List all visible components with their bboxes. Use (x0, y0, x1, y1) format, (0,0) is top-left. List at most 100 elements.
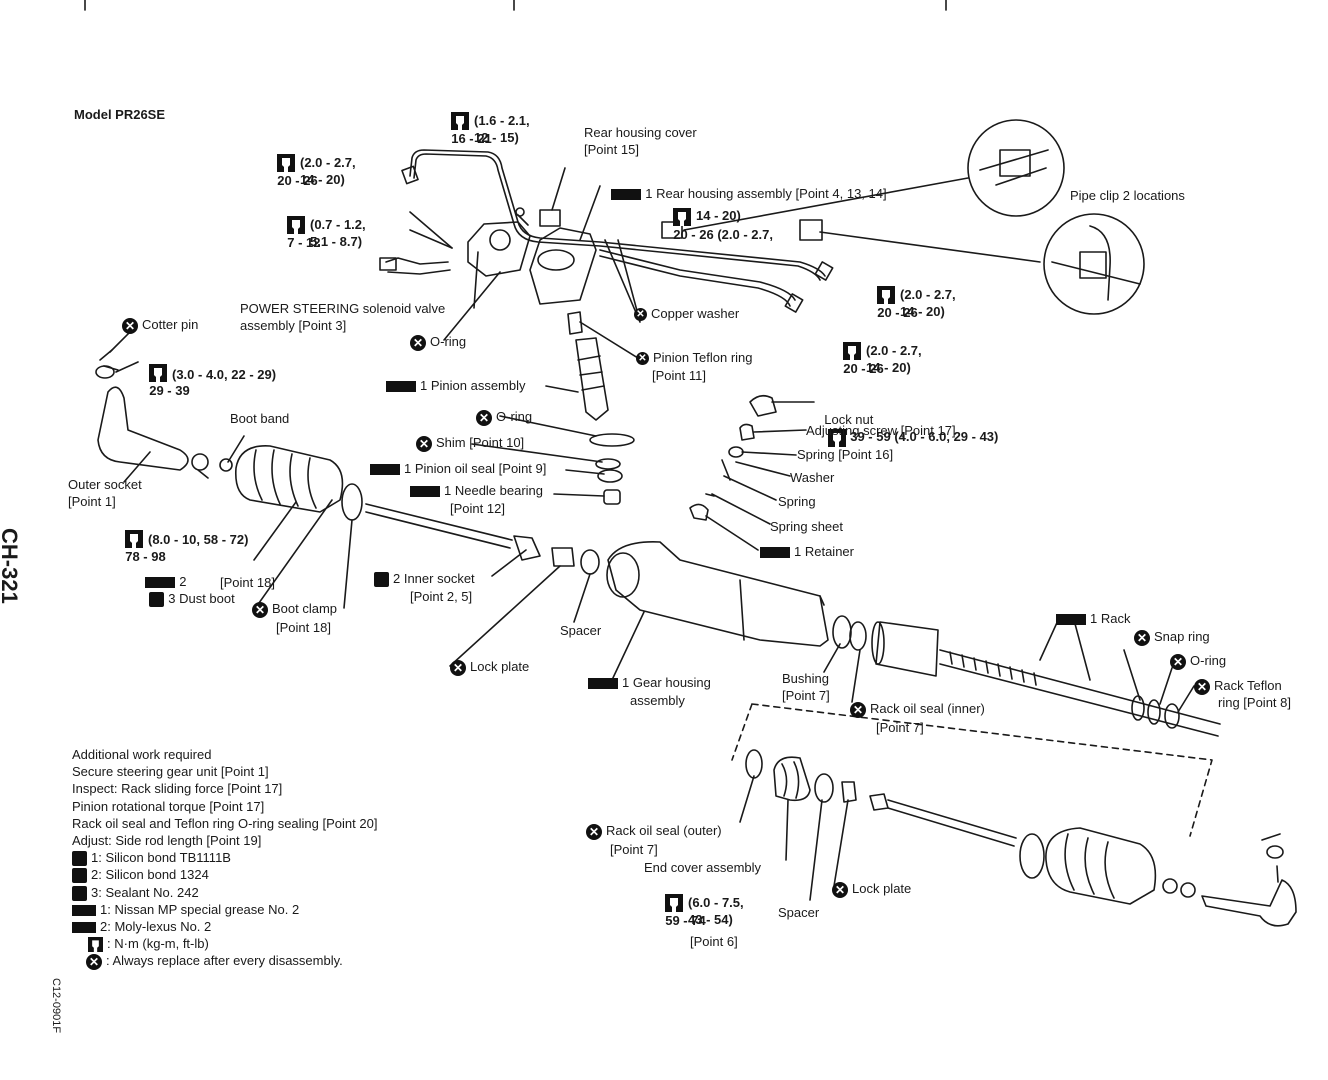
callout-rear-housing-cover: Rear housing cover (584, 125, 697, 140)
callout-rack-oil-seal-outer-point: [Point 7] (610, 842, 658, 857)
sealant-icon (72, 868, 87, 884)
x-circle-icon: ✕ (634, 308, 647, 322)
callout-pinion-oil-seal: 1 Pinion oil seal [Point 9] (370, 460, 546, 477)
callout-outer-socket-point: [Point 1] (68, 494, 116, 509)
torque-wrench-icon (665, 893, 684, 912)
callout-retainer: 1 Retainer (760, 543, 854, 560)
callout-end-cover-assembly: End cover assembly (644, 860, 762, 875)
callout-rack-oil-seal-outer: ✕Rack oil seal (outer) (586, 822, 722, 840)
callout-torque-7-12-line3: 5.1 - 8.7) (310, 234, 363, 249)
legend-line: Pinion rotational torque [Point 17] (72, 798, 265, 814)
callout-o-ring-2: ✕O-ring (476, 408, 532, 426)
grease-icon (611, 189, 642, 201)
callout-bushing: Bushing (782, 671, 829, 686)
callout-gear-housing: 1 Gear housing (588, 674, 711, 691)
callout-pinion-teflon-ring: ✕Pinion Teflon ring (636, 349, 753, 366)
torque-wrench-icon (843, 341, 862, 360)
legend-line: Additional work required (72, 747, 212, 762)
callout-torque-16-21-line3: 12 - 15) (474, 130, 519, 145)
x-circle-icon: ✕ (1170, 653, 1186, 670)
callout-rear-housing-assembly: 1 Rear housing assembly [Point 4, 13, 14… (604, 168, 887, 202)
callout-dust-boot-point: [Point 18] (220, 575, 275, 590)
callout-torque-78-98-line2: (8.0 - 10, 58 - 72) (148, 532, 249, 547)
callout-rack: 1 Rack (1056, 610, 1130, 627)
callout-pinion-assembly: 1 Pinion assembly (386, 377, 526, 394)
callout-boot-band: Boot band (230, 411, 290, 426)
x-circle-icon: ✕ (122, 317, 138, 334)
legend-line: Inspect: Rack sliding force [Point 17] (72, 781, 283, 797)
callout-outer-socket: Outer socket (68, 477, 142, 492)
x-circle-icon: ✕ (1134, 629, 1150, 646)
torque-wrench-icon (88, 937, 103, 953)
callout-shim: ✕Shim [Point 10] (416, 434, 524, 452)
callout-torque-20-26-d-line3: 14 - 20) (866, 360, 911, 375)
sealant-icon (374, 572, 389, 588)
legend-bond1: 1: Silicon bond TB1111B (72, 849, 377, 867)
callout-torque-20-26-c: 20 - 26 (870, 268, 918, 321)
torque-wrench-icon (149, 363, 168, 382)
legend-line: Adjust: Side rod length [Point 19] (72, 833, 262, 849)
legend-line: Secure steering gear unit [Point 1] (72, 764, 269, 780)
callout-torque-16-21-line2: (1.6 - 2.1, (474, 113, 530, 128)
torque-wrench-icon (828, 428, 847, 447)
callout-torque-20-26-a-line2: (2.0 - 2.7, (300, 155, 356, 170)
legend-grease1: 1: Nissan MP special grease No. 2 (72, 901, 377, 918)
callout-torque-59-74-line3: 43 - 54) (688, 912, 733, 927)
callout-spring: Spring (778, 494, 816, 509)
x-circle-icon: ✕ (832, 881, 848, 898)
callout-torque-59-74-point: [Point 6] (690, 934, 738, 949)
callout-washer: Washer (790, 470, 835, 485)
callout-torque-20-26-d-line2: (2.0 - 2.7, (866, 343, 922, 358)
callout-spacer-1: Spacer (560, 623, 602, 638)
callout-pinion-teflon-ring-point: [Point 11] (652, 368, 706, 383)
page-side-label: CH-321 (0, 528, 22, 604)
callout-torque-16-21: 16 - 21 (444, 94, 492, 147)
grease-icon (760, 547, 790, 559)
x-circle-icon: ✕ (636, 352, 649, 366)
torque-wrench-icon (287, 215, 306, 234)
callout-torque-7-12: 7 - 12 (280, 198, 320, 251)
callout-inner-socket-point: [Point 2, 5] (410, 589, 473, 604)
callout-copper-washer: ✕Copper washer (634, 305, 739, 322)
grease-icon (72, 904, 96, 916)
legend-bond2: 2: Silicon bond 1324 (72, 866, 377, 884)
grease-icon (72, 922, 96, 934)
callout-snap-ring: ✕Snap ring (1134, 628, 1210, 646)
callout-adjusting-screw: Adjusting screw [Point 17] (806, 423, 956, 438)
grease-icon (370, 464, 400, 476)
callout-torque-59-74-line2: (6.0 - 7.5, (688, 895, 744, 910)
callout-torque-20-26-a: 20 - 26 (270, 136, 318, 189)
callout-rack-teflon-ring: ✕Rack Teflon (1194, 677, 1282, 695)
torque-wrench-icon (277, 153, 296, 172)
callout-spacer-2: Spacer (778, 905, 820, 920)
sealant-icon (149, 592, 165, 608)
callout-cotter-pin: ✕Cotter pin (122, 316, 198, 334)
callout-dust-boot: 2 3 Dust boot (138, 556, 235, 608)
model-label: Model PR26SE (74, 107, 166, 122)
grease-icon (1056, 614, 1086, 626)
callout-rack-teflon-ring-point: ring [Point 8] (1218, 695, 1291, 710)
callout-lock-nut: Lock nut 39 - 59 (4.0 - 6.0, 29 - 43) (817, 394, 998, 447)
torque-wrench-icon (673, 207, 692, 226)
callout-torque-20-26-a-line3: 14 - 20) (300, 172, 345, 187)
x-circle-icon: ✕ (416, 435, 432, 452)
legend-grease2: 2: Moly-lexus No. 2 (72, 918, 377, 935)
torque-wrench-icon (125, 529, 144, 548)
callout-torque-20-26-d: 20 - 26 (836, 324, 884, 377)
legend-line: Rack oil seal and Teflon ring O-ring sea… (72, 815, 378, 831)
callout-solenoid-valve-point: assembly [Point 3] (240, 318, 347, 333)
callout-lock-plate-2: ✕Lock plate (832, 880, 911, 898)
callout-spring-sheet: Spring sheet (770, 519, 843, 534)
callout-needle-bearing: 1 Needle bearing (410, 482, 543, 499)
callout-torque-78-98: 78 - 98 (118, 512, 166, 565)
callout-rack-oil-seal-inner-point: [Point 7] (876, 720, 924, 735)
callout-torque-20-26-b: 20 - 26 (2.0 - 2.7, (666, 190, 773, 243)
grease-icon (588, 678, 618, 690)
legend-bond3: 3: Sealant No. 242 (72, 884, 377, 901)
grease-icon (386, 381, 416, 393)
callout-torque-20-26-c-line3: 14 - 20) (900, 304, 945, 319)
x-circle-icon: ✕ (86, 954, 102, 970)
x-circle-icon: ✕ (1194, 678, 1210, 695)
callout-needle-bearing-point: [Point 12] (450, 501, 505, 516)
